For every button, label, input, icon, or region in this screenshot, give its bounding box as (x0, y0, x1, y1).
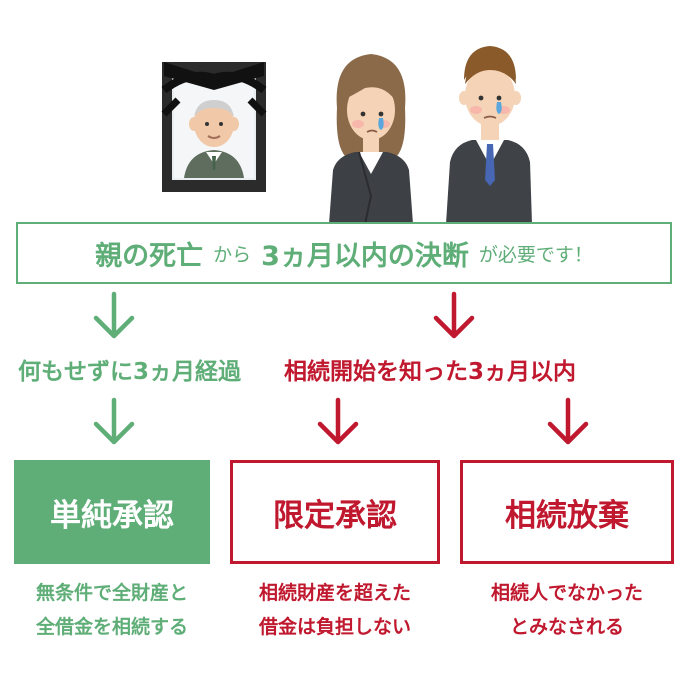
branch-left-label: 何もせずに3ヵ月経過 (18, 359, 242, 385)
grieving-woman-icon (329, 54, 413, 224)
deadline-banner: 親の死亡 から 3ヵ月以内の決断 が必要です！ (16, 222, 672, 284)
memorial-portrait-icon (161, 62, 267, 192)
option-limited-desc: 相続財産を超えた 借金は負担しない (222, 576, 448, 644)
down-arrow-icon (433, 291, 475, 339)
down-arrow-icon (93, 397, 135, 445)
down-arrow-icon (93, 291, 135, 339)
option-renunciation-desc: 相続人でなかった とみなされる (452, 576, 682, 644)
desc-line: 無条件で全財産と (35, 582, 188, 604)
banner-parent-death: 親の死亡 (95, 240, 204, 272)
desc-line: 相続財産を超えた (258, 582, 411, 604)
option-simple-acceptance: 単純承認 (14, 460, 210, 564)
banner-from: から (213, 243, 252, 266)
grieving-man-icon (446, 46, 532, 224)
desc-line: 全借金を相続する (35, 616, 188, 638)
option-simple-desc: 無条件で全財産と 全借金を相続する (2, 576, 222, 644)
banner-three-months: 3ヵ月以内の決断 (261, 240, 469, 272)
down-arrow-icon (317, 397, 359, 445)
option-renunciation: 相続放棄 (460, 460, 674, 564)
branch-right-label: 相続開始を知った3ヵ月以内 (284, 359, 577, 385)
down-arrow-icon (547, 397, 589, 445)
desc-line: 借金は負担しない (258, 616, 411, 638)
option-limited-acceptance: 限定承認 (230, 460, 440, 564)
desc-line: とみなされる (509, 616, 624, 638)
banner-required: が必要です！ (478, 243, 593, 266)
desc-line: 相続人でなかった (490, 582, 643, 604)
